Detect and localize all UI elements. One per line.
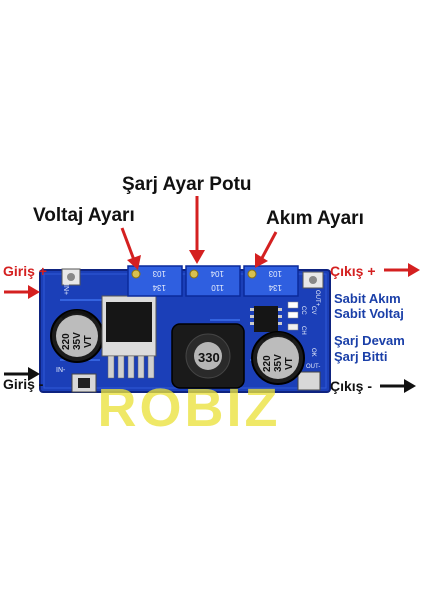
pot-right [243, 265, 299, 297]
inductor-code: 330 [198, 350, 220, 365]
label-charge-done: Şarj Bitti [334, 349, 388, 364]
capacitor-right-label-1: 220 [262, 355, 273, 372]
pot-left [127, 265, 183, 297]
arrow-input-minus [4, 367, 40, 381]
pot-middle-code-2: 110 [211, 283, 224, 292]
silk-out-minus: OUT- [306, 364, 320, 370]
terminal-in-minus [71, 373, 97, 393]
label-output-minus: Çıkış - [330, 378, 373, 394]
pot-right-code-2: 134 [268, 283, 282, 292]
arrow-input-plus [4, 285, 40, 299]
silk-out-plus: OUT+ [314, 290, 320, 307]
label-charge-pot: Şarj Ayar Potu [122, 174, 252, 195]
capacitor-right-label-2: 35V [273, 354, 284, 372]
pot-middle-code-1: 104 [210, 269, 224, 278]
watermark-logo: ROBIZ [97, 378, 281, 438]
silk-ch: CH [300, 326, 306, 335]
arrow-output-plus [384, 263, 420, 277]
terminal-out-plus [302, 271, 324, 289]
silk-ok: OK [310, 348, 316, 357]
arrow-current-adj [255, 231, 278, 268]
arrow-voltage-adj [120, 227, 141, 270]
arrow-charge-pot [189, 196, 205, 264]
capacitor-left-label-1: 220 [61, 333, 72, 350]
label-input-plus: Giriş + [3, 263, 47, 279]
label-current-adj: Akım Ayarı [266, 208, 364, 229]
capacitor-left-label-3: VT [83, 335, 94, 348]
label-voltage-adj: Voltaj Ayarı [33, 205, 135, 226]
inductor [171, 323, 245, 389]
capacitor-left [50, 309, 104, 363]
label-input-minus: Giriş - [3, 376, 44, 392]
terminal-out-minus [297, 371, 321, 391]
arrow-output-minus [380, 379, 416, 393]
pot-right-code-1: 103 [268, 269, 282, 278]
label-output-plus: Çıkış + [330, 263, 376, 279]
label-const-current: Sabit Akım [334, 291, 401, 306]
terminal-in-plus [61, 268, 81, 286]
silk-in-minus: IN- [56, 367, 66, 374]
label-charging: Şarj Devam [334, 333, 405, 348]
pot-middle [185, 265, 241, 297]
silk-cv: CV [310, 306, 316, 314]
capacitor-right [251, 331, 305, 385]
pot-left-code-2: 134 [152, 283, 166, 292]
regulator-ic [101, 295, 157, 379]
capacitor-left-label-2: 35V [72, 332, 83, 350]
silk-cc: CC [300, 306, 306, 315]
silk-in-plus: IN+ [62, 284, 69, 295]
status-leds [287, 301, 299, 331]
label-const-voltage: Sabit Voltaj [334, 306, 404, 321]
pot-left-code-1: 103 [152, 269, 166, 278]
control-chip [250, 306, 282, 332]
capacitor-right-label-3: VT [284, 357, 295, 370]
